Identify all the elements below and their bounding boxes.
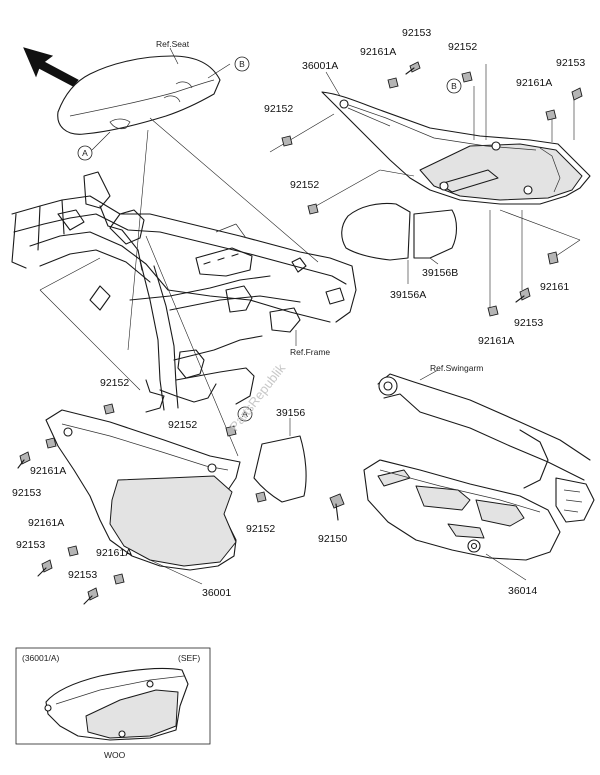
pad-39156A [341, 202, 411, 261]
label-92152-mid: 92152 [264, 103, 293, 115]
label-92153-topright: 92153 [556, 57, 585, 69]
collar-icon-92152-center [225, 425, 237, 437]
collar-icon-92161 [547, 251, 559, 265]
label-92161A-bm: 92161A [96, 547, 132, 559]
callout-a-label: A [82, 148, 88, 158]
label-92153-left: 92153 [12, 487, 41, 499]
collar-icon-92161A-right [487, 305, 499, 317]
pad-39156 [253, 418, 307, 503]
collar-icon-92161A-topright [545, 109, 557, 121]
ref-seat-label: Ref.Seat [156, 39, 190, 49]
label-92152-top: 92152 [448, 41, 477, 53]
label-92153-bm: 92153 [68, 569, 97, 581]
label-92153-right: 92153 [514, 317, 543, 329]
label-92150: 92150 [318, 533, 347, 545]
collar-icon-92152-mid [281, 135, 293, 147]
label-36001: 36001 [202, 587, 231, 599]
side-cover-36001 [45, 409, 241, 585]
part-labels: 36001A 92161A 92153 92152 92153 92161A 9… [12, 27, 585, 599]
collar-icon-92161A-left [45, 437, 57, 449]
label-92152-upper: 92152 [290, 179, 319, 191]
label-92161A-bl: 92161A [28, 517, 64, 529]
label-92152-center: 92152 [168, 419, 197, 431]
label-92161A-left: 92161A [30, 465, 66, 477]
callout-a-seat: A [77, 145, 93, 161]
label-92161A-right: 92161A [478, 335, 514, 347]
bolt-icon-92150 [329, 493, 345, 521]
collar-icon-92152-top [461, 71, 473, 83]
label-92152-left: 92152 [100, 377, 129, 389]
frame-assembly [11, 171, 357, 457]
collar-icon-92161A-bm [113, 573, 125, 585]
inset-variant-box: (36001/A) (SEF) WOO [15, 647, 211, 760]
ref-frame-label: Ref.Frame [290, 347, 330, 357]
bolt-icon-92153-bl [37, 559, 53, 577]
label-36014: 36014 [508, 585, 537, 597]
bolt-icon-92153-bm [83, 587, 99, 605]
label-39156: 39156 [276, 407, 305, 419]
label-92161A-top: 92161A [360, 46, 396, 58]
seat-outline [57, 47, 319, 351]
collar-icon-92152-left [103, 403, 115, 415]
collar-icon-92152-upper [307, 203, 319, 215]
swingarm-reference [377, 369, 595, 523]
label-39156A: 39156A [390, 289, 426, 301]
callout-a-frame: A [237, 406, 253, 422]
front-direction-arrow-icon [23, 47, 79, 87]
label-92152-lower: 92152 [246, 523, 275, 535]
bolt-icon-92153-right [515, 287, 531, 303]
label-92161A-topright: 92161A [516, 77, 552, 89]
label-36001A: 36001A [302, 60, 338, 72]
label-92153-bl: 92153 [16, 539, 45, 551]
callout-b-label: B [239, 59, 245, 69]
chain-guard-36014 [363, 459, 561, 581]
bolt-icon-92153-topright [571, 87, 583, 101]
callout-b-seat: B [234, 56, 250, 72]
bolt-icon-92153-top [405, 61, 421, 75]
inset-title: (36001/A) [22, 653, 59, 663]
inset-caption: WOO [104, 750, 126, 760]
inset-tag: (SEF) [178, 653, 200, 663]
collar-icon-92161A-top [387, 77, 399, 89]
callout-b-cover-label: B [451, 81, 457, 91]
label-92161: 92161 [540, 281, 569, 293]
side-cover-36001A [269, 64, 591, 316]
collar-icon-92152-lower [255, 491, 267, 503]
label-92153-top: 92153 [402, 27, 431, 39]
bolt-icon-92153-left [17, 451, 31, 469]
watermark-text: PartsRepublik [227, 360, 289, 433]
collar-icon-92161A-bl [67, 545, 79, 557]
callout-b-cover: B [446, 78, 462, 94]
pad-39156B [413, 209, 458, 259]
label-39156B: 39156B [422, 267, 458, 279]
ref-swingarm-label: Ref.Swingarm [430, 363, 483, 373]
callout-a-frame-label: A [242, 409, 248, 419]
